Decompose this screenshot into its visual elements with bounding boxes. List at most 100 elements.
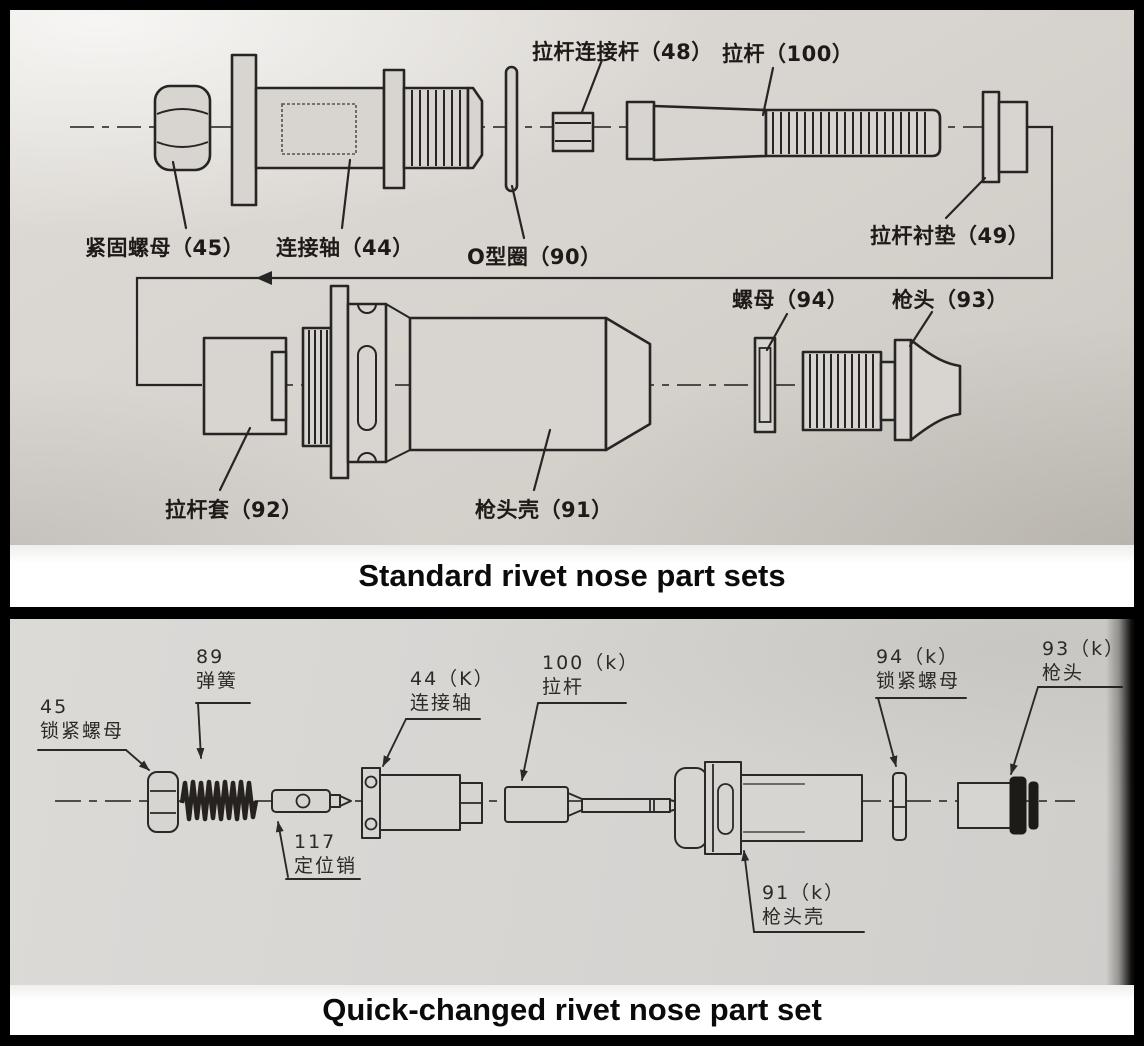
label-spring-89-num: 89: [196, 646, 225, 668]
leader-93: [908, 310, 934, 348]
part-gun-head-93-trumpet: [909, 338, 962, 442]
leader-90: [510, 184, 526, 240]
leader-44k: [382, 718, 407, 767]
part-shaft-44-flange-right: [382, 68, 406, 190]
part-gun-head-93-step: [879, 360, 897, 422]
quick-diagram-svg: [37, 686, 1123, 933]
label-connecting-shaft-44k-num: 44（K）: [410, 668, 495, 690]
leader-89: [196, 702, 205, 759]
part-spring-89: [179, 779, 259, 822]
label-lock-nut-45: 45 锁紧螺母: [40, 695, 124, 744]
leader-100k: [520, 702, 539, 781]
part-rod-100k-cylinder: [504, 786, 569, 823]
photo-edge-shadow: [1106, 619, 1134, 985]
detail-block-91-slot: [357, 345, 377, 431]
assembly-return-arrow: [256, 271, 272, 285]
part-pin-117-tip: [339, 795, 352, 807]
label-gun-head-shell-91: 枪头壳（91）: [475, 498, 613, 522]
label-gun-head-shell-91k-num: 91（k）: [762, 882, 846, 904]
label-gun-head-93k-name: 枪头: [1042, 662, 1085, 685]
label-lock-nut-94k-num: 94（k）: [876, 646, 960, 668]
detail-tube-91k-lines: [743, 783, 805, 833]
detail-pin-117-hole: [295, 793, 311, 809]
detail-nut-94-inner: [758, 347, 772, 423]
part-gun-head-93k-ring: [1009, 776, 1027, 835]
standard-diagram-svg: [70, 53, 1054, 492]
detail-threads-91: [308, 330, 328, 444]
part-nut-94: [753, 336, 777, 434]
part-shell-91-cylinder: [408, 316, 608, 452]
label-rod-connector-48: 拉杆连接杆（48）: [532, 40, 713, 64]
label-spring-89: 89 弹簧: [196, 645, 238, 694]
detail-nut-45b-facets: [150, 790, 176, 814]
detail-block-91-chamfer: [385, 303, 411, 463]
detail-connector-48-grooves: [555, 122, 591, 142]
part-o-ring-90: [504, 65, 519, 193]
detail-threads-93: [809, 354, 874, 428]
part-shell-91k-collar: [704, 761, 742, 855]
part-gun-head-93k-ring2: [1028, 781, 1039, 830]
detail-rod-100k-vlines: [649, 799, 655, 812]
part-washer-49-flange: [981, 90, 1001, 184]
part-shaft-44-body: [254, 86, 386, 170]
leader-49: [944, 176, 987, 220]
label-rod-100k: 100（k） 拉杆: [542, 651, 639, 700]
part-pin-117-step: [329, 794, 341, 808]
part-pin-117-body: [271, 789, 331, 813]
part-washer-49-body: [997, 100, 1029, 174]
leader-91: [532, 428, 552, 492]
standard-title: Standard rivet nose part sets: [10, 545, 1134, 607]
leader-117: [275, 821, 289, 878]
label-lock-nut-94k: 94（k） 锁紧螺母: [876, 645, 960, 694]
label-nut-94: 螺母（94）: [732, 288, 849, 312]
label-rod-100k-num: 100（k）: [542, 652, 640, 674]
part-shaft-44-flange-left: [230, 53, 258, 207]
detail-threads-44: [411, 90, 461, 166]
label-rod-sleeve-92: 拉杆套（92）: [165, 498, 303, 522]
part-rod-100k-rod: [581, 798, 671, 813]
label-rod-100k-name: 拉杆: [542, 676, 585, 699]
part-shell-91k-cap: [674, 767, 708, 849]
standard-diagram-photo: 拉杆连接杆（48） 拉杆（100） 紧固螺母（45） 连接轴（44） O型圈（9…: [10, 10, 1134, 545]
leader-94k: [877, 697, 898, 767]
part-rod-100-head: [625, 100, 656, 161]
label-positioning-pin-117: 117 定位销: [294, 830, 357, 879]
label-gun-head-shell-91k-name: 枪头壳: [762, 906, 826, 929]
part-fastening-nut-45: [153, 84, 212, 172]
leader-94: [765, 312, 789, 352]
detail-block-91-notch-bottom: [357, 452, 377, 463]
detail-rod-100k-taper: [567, 792, 583, 817]
assembly-return-line: [135, 125, 1054, 387]
part-shaft-44-endcap: [466, 86, 484, 170]
part-gun-head-93-flange: [893, 338, 913, 442]
part-shell-91-flange: [329, 284, 350, 480]
leader-45k: [125, 749, 150, 771]
leader-100: [761, 66, 775, 117]
label-spring-89-name: 弹簧: [196, 670, 239, 693]
label-positioning-pin-117-name: 定位销: [294, 855, 358, 878]
label-gun-head-shell-91k: 91（k） 枪头壳: [762, 881, 845, 930]
part-rod-100-shank: [652, 104, 768, 162]
part-shell-91-block: [346, 302, 388, 464]
detail-flange-44k-hole-top: [364, 775, 378, 789]
label-positioning-pin-117-num: 117: [294, 831, 337, 853]
part-shell-91k-tube: [740, 774, 863, 842]
label-gun-head-93k-num: 93（k）: [1042, 638, 1126, 660]
leader-48: [580, 58, 604, 114]
part-shaft-44k-body: [379, 774, 461, 831]
part-rod-connector-48: [551, 111, 595, 153]
detail-flange-44k-hole-bottom: [364, 817, 378, 831]
leader-92: [218, 426, 252, 492]
label-fastening-nut-45: 紧固螺母（45）: [85, 236, 245, 260]
label-connecting-shaft-44: 连接轴（44）: [276, 236, 414, 260]
leader-45: [171, 160, 188, 230]
label-rod-washer-49: 拉杆衬垫（49）: [870, 224, 1030, 248]
label-o-ring-90: O型圈（90）: [467, 245, 602, 269]
part-rod-sleeve-92-inner: [270, 350, 288, 422]
detail-block-91-notch-top: [357, 303, 377, 314]
leader-44: [340, 158, 352, 230]
quick-title: Quick-changed rivet nose part set: [10, 985, 1134, 1035]
label-lock-nut-94k-name: 锁紧螺母: [876, 670, 961, 693]
leader-93k: [1010, 686, 1039, 775]
label-lock-nut-45-name: 锁紧螺母: [40, 720, 125, 743]
